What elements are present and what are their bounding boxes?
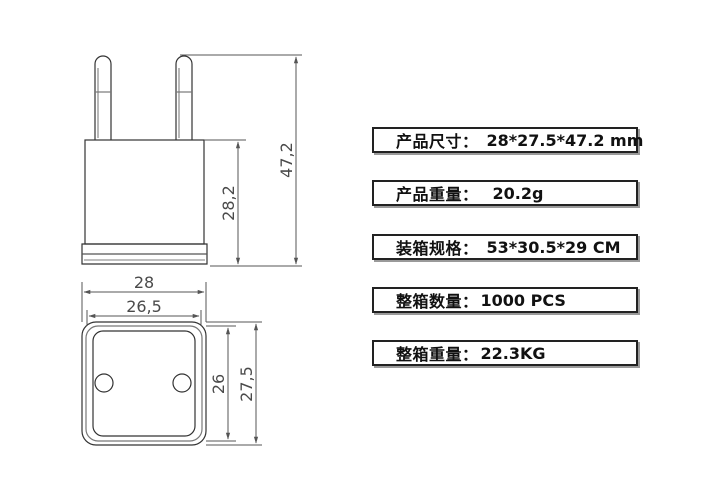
plug-base — [81, 243, 208, 265]
dim-width-outer — [81, 282, 207, 322]
left-pin — [94, 55, 112, 140]
spec-product-weight: 产品重量： 20.2g — [372, 180, 638, 206]
spec-carton-size: 装箱规格： 53*30.5*29 CM — [372, 234, 638, 260]
dim-width-outer-label: 28 — [134, 273, 154, 292]
dim-depth-inner — [206, 325, 236, 442]
inner-frame — [92, 330, 196, 437]
dim-depth-inner-label: 26 — [209, 374, 228, 394]
spec-carton-quantity: 整箱数量： 1000 PCS — [372, 287, 638, 313]
dim-height-body-label: 28,2 — [219, 185, 238, 221]
spec-value: 28*27.5*47.2 mm — [486, 130, 644, 150]
spec-value: 20.2g — [492, 183, 544, 203]
pin-hole-left — [94, 373, 114, 393]
spec-label: 产品重量： — [396, 185, 479, 204]
spec-carton-weight: 整箱重量： 22.3KG — [372, 340, 638, 366]
spec-label: 产品尺寸： — [396, 132, 479, 151]
dim-width-inner — [86, 310, 202, 326]
spec-label: 整箱数量： — [396, 292, 479, 311]
right-pin — [175, 55, 193, 140]
spec-label: 装箱规格： — [396, 239, 479, 258]
pin-hole-right — [172, 373, 192, 393]
dim-width-inner-label: 26,5 — [126, 297, 162, 316]
spec-product-size: 产品尺寸： 28*27.5*47.2 mm — [372, 127, 643, 153]
spec-value: 53*30.5*29 CM — [486, 237, 621, 257]
spec-label: 整箱重量： — [396, 345, 479, 364]
dim-height-total-label: 47,2 — [277, 142, 296, 178]
top-view — [81, 321, 207, 446]
dim-depth-outer-label: 27,5 — [237, 366, 256, 402]
plug-body — [84, 139, 205, 245]
dim-height-total — [180, 54, 302, 267]
spec-value: 22.3KG — [480, 343, 546, 363]
side-view — [81, 55, 208, 265]
dim-depth-outer — [206, 321, 262, 446]
dim-height-body — [204, 139, 246, 265]
outer-frame — [81, 321, 207, 446]
spec-value: 1000 PCS — [480, 290, 566, 310]
